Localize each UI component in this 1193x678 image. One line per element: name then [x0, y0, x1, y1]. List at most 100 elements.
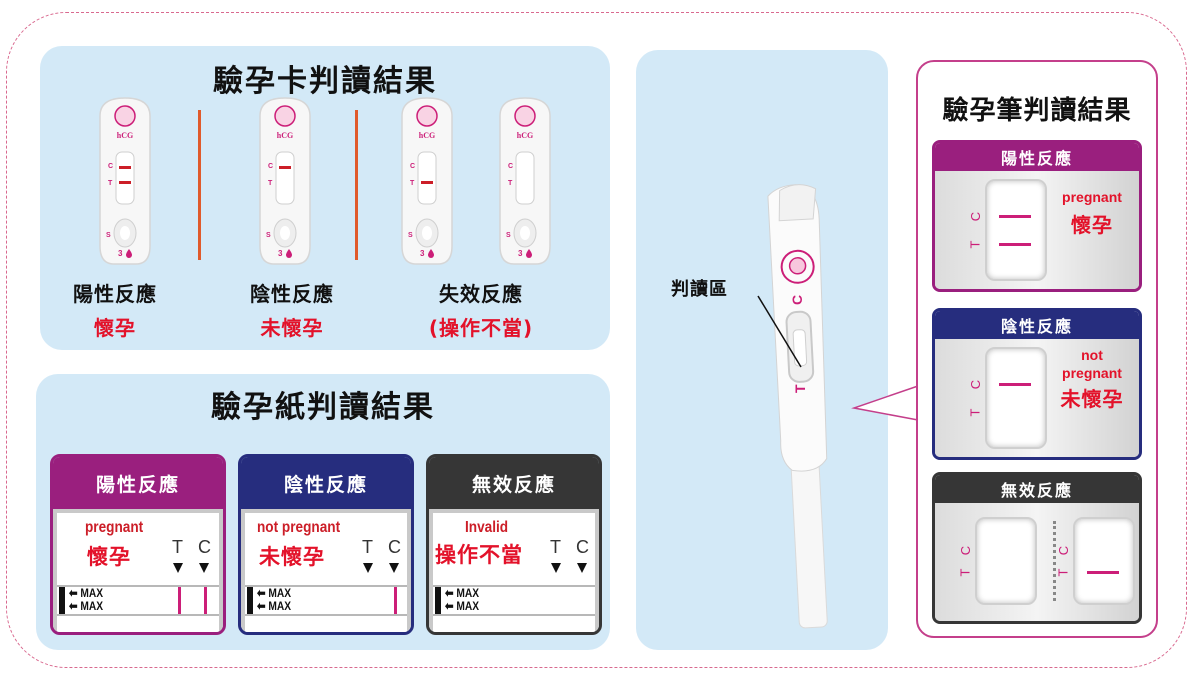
card-drop-label: 3: [278, 249, 283, 258]
pen-results-panel: 驗孕筆判讀結果 陽性反應 C T pregnant 懷孕 陰性反應 C T no…: [916, 60, 1158, 638]
max-marker-bar: [247, 587, 253, 614]
pen-negative-en-1: not: [1081, 347, 1103, 363]
strip-c-line: [204, 587, 207, 614]
pen-result-positive-body: C T pregnant 懷孕: [935, 171, 1139, 289]
test-card: hCG C T S 3: [398, 96, 456, 268]
arrow-down-icon: [173, 563, 183, 573]
card-s-label: S: [408, 232, 413, 239]
card-result-label-negative: 陰性反應: [250, 282, 334, 306]
pen-c-label: C: [789, 295, 805, 305]
strip-c-letter: C: [388, 537, 401, 557]
max-label: ⬅ MAX: [445, 599, 480, 613]
arrow-down-icon: [363, 563, 373, 573]
card-c-line: [119, 166, 131, 169]
pen-window: [975, 517, 1037, 605]
card-result-sub-negative: 未懷孕: [260, 316, 324, 340]
pen-t-letter: T: [957, 568, 973, 577]
pen-t-line: [999, 243, 1031, 246]
max-marker-bar: [435, 587, 441, 614]
max-label: ⬅ MAX: [69, 599, 104, 613]
strip-c-letter: C: [198, 537, 211, 557]
strip-header: 陰性反應: [241, 457, 411, 509]
max-band: ⬅ MAX⬅ MAX: [245, 585, 407, 616]
pen-c-letter: C: [968, 211, 984, 222]
pen-t-label: T: [792, 384, 808, 393]
arrow-down-icon: [199, 563, 209, 573]
pen-result-invalid: 無效反應 C T C T: [932, 472, 1142, 624]
pen-result-negative-header: 陰性反應: [935, 311, 1139, 339]
card-result-label-invalid: 失效反應: [439, 282, 523, 306]
pen-result-negative-body: C T not pregnant 未懷孕: [935, 339, 1139, 457]
pen-result-invalid-header: 無效反應: [935, 475, 1139, 503]
card-logo-text: hCG: [517, 131, 533, 140]
pen-c-line: [999, 383, 1031, 386]
pen-result-positive: 陽性反應 C T pregnant 懷孕: [932, 140, 1142, 292]
card-c-label: C: [268, 163, 273, 170]
pen-result-negative: 陰性反應 C T not pregnant 未懷孕: [932, 308, 1142, 460]
max-label: ⬅ MAX: [257, 586, 292, 600]
card-logo-text: hCG: [419, 131, 435, 140]
card-c-label: C: [410, 163, 415, 170]
pen-negative-cn: 未懷孕: [1060, 387, 1124, 411]
pen-t-letter: T: [967, 240, 983, 249]
pen-negative-en-2: pregnant: [1062, 365, 1122, 381]
strip-t-letter: T: [362, 537, 373, 557]
pen-window: [985, 347, 1047, 449]
pen-result-invalid-body: C T C T: [935, 503, 1139, 621]
pen-t-letter: T: [1055, 568, 1071, 577]
card-divider: [355, 110, 358, 260]
card-t-label: T: [410, 180, 415, 187]
strip-header: 無效反應: [429, 457, 599, 509]
callout-pointer: [851, 385, 919, 421]
card-drop-label: 3: [420, 249, 425, 258]
max-label: ⬅ MAX: [257, 599, 292, 613]
card-s-label: S: [506, 232, 511, 239]
pen-positive-en: pregnant: [1062, 189, 1122, 205]
pen-c-letter: C: [958, 545, 974, 556]
pen-result-positive-header: 陽性反應: [935, 143, 1139, 171]
card-s-label: S: [106, 232, 111, 239]
strip-t-letter: T: [550, 537, 561, 557]
card-c-label: C: [508, 163, 513, 170]
pen-illustration-panel: [636, 50, 888, 650]
card-result-label-positive: 陽性反應: [73, 282, 157, 306]
strip-cn-label: 懷孕: [87, 545, 131, 569]
card-logo-text: hCG: [117, 131, 133, 140]
max-label: ⬅ MAX: [69, 586, 104, 600]
card-logo-text: hCG: [277, 131, 293, 140]
pen-c-line: [999, 215, 1031, 218]
strip-en-label: Invalid: [465, 519, 509, 536]
card-drop-label: 3: [518, 249, 523, 258]
max-band: ⬅ MAX⬅ MAX: [57, 585, 219, 616]
strip-cn-label: 未懷孕: [259, 545, 325, 569]
dotted-divider: [1053, 521, 1056, 601]
strip-c-letter: C: [576, 537, 589, 557]
max-marker-bar: [59, 587, 65, 614]
card-t-line: [421, 181, 433, 184]
pen-t-line: [1087, 571, 1119, 574]
paper-panel-title: 驗孕紙判讀結果: [211, 390, 435, 425]
pen-c-letter: C: [1056, 545, 1072, 556]
pen-t-letter: T: [967, 408, 983, 417]
arrow-down-icon: [551, 563, 561, 573]
pen-window: [985, 179, 1047, 281]
strip-en-label: not pregnant: [257, 519, 341, 536]
card-t-line: [119, 181, 131, 184]
card-t-label: T: [268, 180, 273, 187]
card-c-line: [279, 166, 291, 169]
strip-c-line: [394, 587, 397, 614]
arrow-down-icon: [577, 563, 587, 573]
arrow-down-icon: [389, 563, 399, 573]
strip-t-letter: T: [172, 537, 183, 557]
pen-window: [1073, 517, 1135, 605]
strip-cn-label: 操作不當: [435, 543, 523, 567]
card-panel-title: 驗孕卡判讀結果: [213, 64, 437, 99]
